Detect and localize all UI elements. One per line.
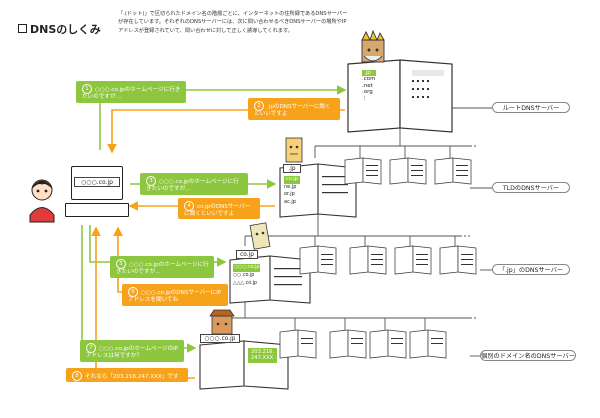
root-server-character (361, 29, 385, 63)
message-text: それなら「203.216.247.XXX」ですよ (72, 374, 179, 388)
root-entry: .jp (362, 70, 376, 77)
label-tld-server: TLDのDNSサーバー (492, 182, 570, 193)
message-6: 6○○○.co.jpのDNSサーバーにIPアドレスを聞いてね (122, 284, 228, 306)
tld-entries: co.jp ne.jp or.jp ac.jp (284, 176, 300, 206)
jp-tag: co.jp (236, 250, 258, 259)
step-number: 7 (86, 343, 96, 353)
jp-entries: ○○○.co.jp ○○.co.jp △△△.co.jp (233, 264, 261, 287)
page-title: DNSのしくみ (18, 21, 101, 37)
message-text: .jpのDNSサーバーに聞くといいですよ (254, 104, 331, 118)
message-text: ○○○.co.jpのホームページのIPアドレスは何ですか？ (86, 346, 179, 360)
jp-entry: ○○○.co.jp (233, 264, 261, 272)
computer-monitor (71, 166, 123, 200)
computer-base (65, 203, 129, 217)
jp-entry: △△△.co.jp (233, 280, 257, 286)
message-7: 7○○○.co.jpのホームページのIPアドレスは何ですか？ (80, 340, 184, 362)
user-character (29, 179, 55, 223)
domain-tag: ○○○.co.jp (200, 334, 240, 343)
root-server-book (347, 59, 453, 133)
jp-sibling-books (299, 245, 477, 275)
label-domain-server: 個別のドメイン名のDNSサーバー (480, 350, 576, 361)
domain-server-character (209, 309, 235, 335)
tld-server-character (285, 137, 303, 163)
tld-entry: ne.jp (284, 183, 297, 190)
tld-entry: or.jp (284, 191, 295, 197)
jp-entry: ○○.co.jp (233, 272, 255, 278)
root-entry: .com (362, 76, 376, 83)
tld-tag: .jp (283, 164, 301, 173)
root-entry: ⋮ (362, 95, 368, 102)
monitor-url-text: ○○○.co.jp (74, 177, 120, 187)
domain-entry: 203.216. (251, 349, 275, 355)
message-5: 5○○○.co.jpのホームページに行きたいのですが… (110, 256, 214, 278)
root-entry: .net (362, 82, 373, 89)
message-text: ○○○.co.jpのホームページに行きたいのですが… (116, 262, 209, 276)
message-text: co.jpのDNSサーバーに聞くといいですよ (184, 204, 251, 218)
root-entry: .org (362, 89, 373, 96)
domain-ip-entry: 203.216. 247.XXX (248, 348, 278, 363)
step-number: 5 (116, 259, 126, 269)
step-number: 2 (254, 101, 264, 111)
domain-sibling-books (279, 329, 447, 359)
step-number: 4 (184, 201, 194, 211)
step-number: 3 (146, 176, 156, 186)
page-title-text: DNSのしくみ (30, 23, 101, 36)
intro-text: 「.(ドット)」で区切られたドメイン名の階層ごとに、インターネットの住所録である… (118, 11, 348, 34)
message-text: ○○○.co.jpのホームページに行きたいのですが… (82, 87, 181, 101)
message-3: 3○○○.co.jpのホームページに行きたいのですが… (140, 173, 248, 195)
query-arrows (81, 85, 347, 353)
root-entries: .jp .com .net .org ⋮ (362, 70, 376, 102)
domain-entry: 247.XXX (251, 355, 274, 362)
message-2: 2.jpのDNSサーバーに聞くといいですよ (248, 98, 340, 120)
tld-sibling-books (344, 157, 472, 185)
message-text: ○○○.co.jpのホームページに行きたいのですが… (146, 179, 239, 193)
label-root-server: ルートDNSサーバー (492, 102, 570, 113)
title-box-icon (18, 24, 27, 33)
step-number: 8 (72, 371, 82, 381)
message-text: ○○○.co.jpのDNSサーバーにIPアドレスを聞いてね (128, 290, 222, 304)
step-number: 1 (82, 84, 92, 94)
step-number: 6 (128, 287, 138, 297)
tld-entry: ac.jp (284, 198, 296, 205)
hierarchy-lines (224, 107, 492, 357)
jp-server-character (249, 222, 271, 250)
label-jp-server: 「.jp」のDNSサーバー (492, 264, 570, 275)
message-1: 1○○○.co.jpのホームページに行きたいのですが… (76, 81, 186, 103)
tld-entry: co.jp (284, 176, 300, 184)
